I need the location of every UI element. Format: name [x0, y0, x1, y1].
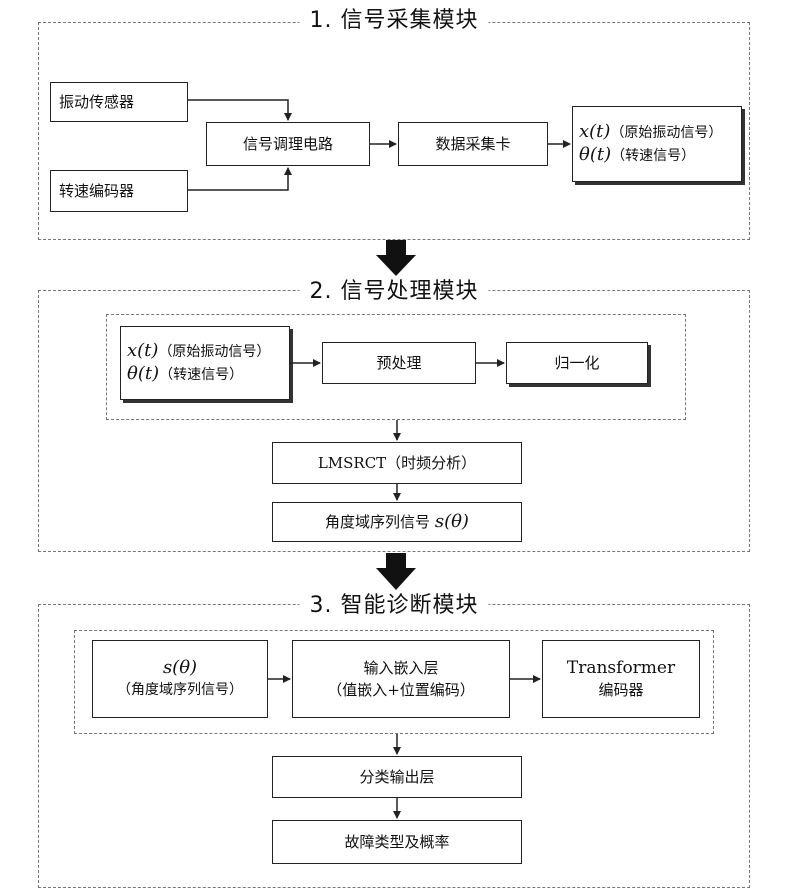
arrow-vibration-to-conditioning: [188, 100, 288, 120]
block-arrow-module1-to-module2: [376, 240, 416, 276]
block-arrow-module2-to-module3: [376, 553, 416, 590]
arrow-encoder-to-conditioning: [188, 168, 288, 190]
